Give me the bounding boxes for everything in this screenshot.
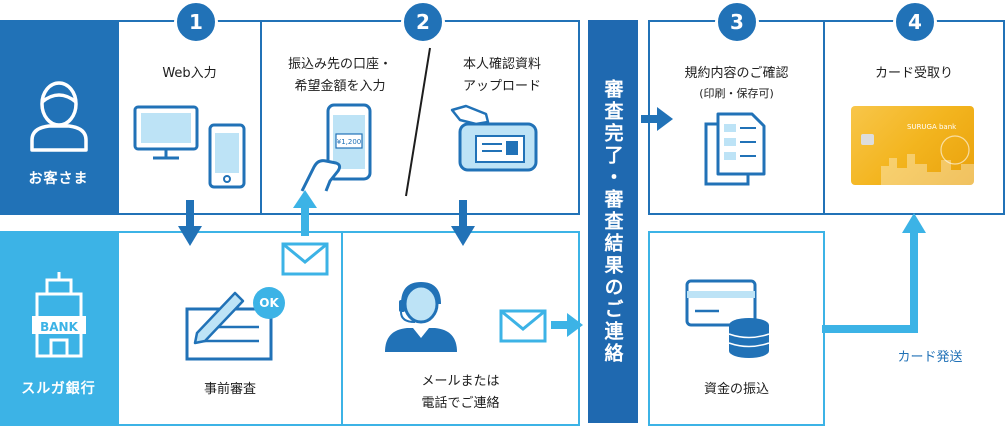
terms-label-1: 規約内容のご確認 — [684, 66, 789, 81]
card-receive-label: カード受取り — [874, 66, 953, 81]
pre-review-label: 事前審査 — [203, 382, 256, 397]
envelope-icon-1 — [281, 242, 329, 276]
card-cityscape — [881, 135, 974, 185]
amount-text: ¥1,200 — [336, 138, 362, 146]
smartphone-icon — [208, 123, 246, 189]
bank-row-label: スルガ銀行 — [0, 378, 117, 398]
arrow-right-to-bar — [551, 313, 583, 337]
id-upload-icon — [450, 104, 538, 172]
step4-badge: 4 — [893, 0, 937, 44]
customer-person-icon — [30, 81, 88, 152]
operator-icon — [385, 281, 457, 352]
customer-row-label: お客さま — [0, 168, 117, 188]
terms-label-2: (印刷・保存可) — [699, 87, 774, 100]
transfer-input-label-2: 希望金額を入力 — [294, 79, 386, 94]
arrow-card-shipping — [822, 213, 926, 333]
arrow-up-to-step2 — [293, 190, 317, 236]
customer-row-text: お客さま — [28, 171, 89, 187]
arrow-right-to-step3 — [641, 107, 673, 131]
transfer-input-label-1: 振込み先の口座・ — [287, 57, 392, 72]
phone-amount-icon — [300, 103, 372, 192]
step3-badge: 3 — [715, 0, 759, 44]
upload-label-1: 本人確認資料 — [462, 57, 541, 72]
contact-label-2: 電話でご連絡 — [421, 396, 500, 411]
step2-divider — [405, 47, 431, 197]
bank-sign-text: BANK — [40, 320, 78, 334]
contact-label-1: メールまたは — [421, 374, 500, 389]
bank-row-text: スルガ銀行 — [21, 381, 96, 397]
funds-transfer-icon — [685, 279, 770, 358]
ok-badge: OK — [253, 287, 285, 319]
desktop-monitor-icon — [133, 105, 199, 160]
envelope-icon-2 — [499, 309, 547, 343]
funds-transfer-label: 資金の振込 — [703, 382, 769, 397]
upload-label-2: アップロード — [462, 79, 541, 94]
step2-badge: 2 — [401, 0, 445, 44]
arrow-down-step1 — [178, 200, 202, 246]
arrow-down-upload — [451, 200, 475, 246]
bank-building-icon — [32, 272, 86, 358]
step1-badge: 1 — [174, 0, 218, 44]
customer-row-label-bg — [0, 20, 117, 215]
credit-card-image: SURUGA bank — [851, 106, 974, 185]
document-icon — [704, 112, 766, 186]
card-ship-label: カード発送 — [897, 350, 963, 365]
pre-review-form-icon — [185, 291, 273, 361]
card-chip — [861, 134, 874, 145]
review-complete-bar: 審査完了・審査結果のご連絡 — [588, 20, 638, 423]
web-input-label: Web入力 — [162, 66, 217, 81]
card-brand-text: SURUGA bank — [907, 123, 957, 131]
